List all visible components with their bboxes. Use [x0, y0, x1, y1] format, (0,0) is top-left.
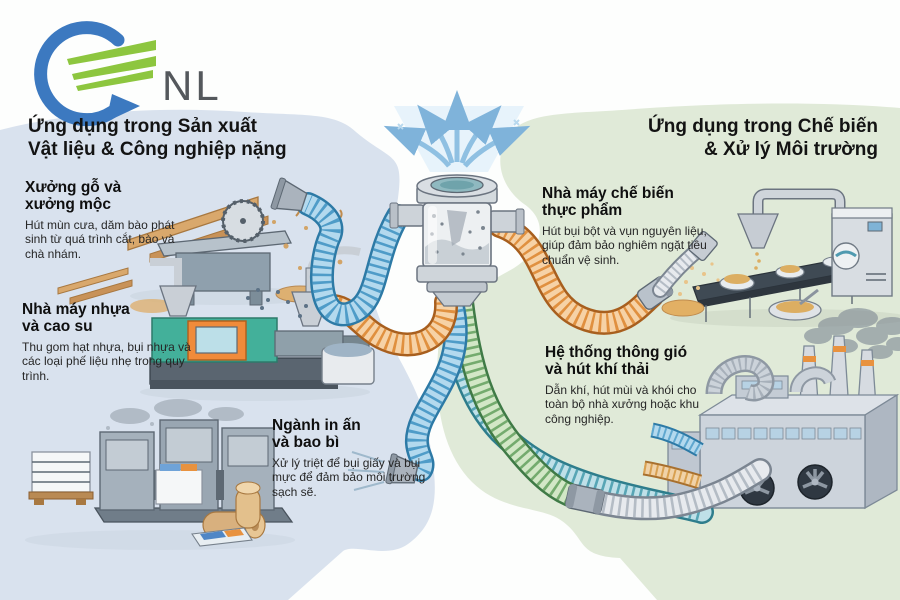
- roof-duct: [705, 355, 837, 402]
- section-ventilation-exhaust: Hệ thống thông gió và hút khí thải Dẫn k…: [545, 344, 705, 426]
- logo-arrow-icon: [34, 21, 140, 127]
- section-heading: Nhà máy chế biến thực phẩm: [542, 185, 674, 220]
- dust-vortex: [447, 210, 467, 246]
- flour-spray: [678, 256, 720, 296]
- section-wood-workshop: Xưởng gỗ và xưởng mộc Hút mùn cưa, dăm b…: [25, 179, 180, 261]
- section-body: Thu gom hạt nhựa, bụi nhựa và các loại p…: [22, 339, 191, 383]
- plastics-factory-illustration: [140, 246, 375, 401]
- printing-press-illustration: [25, 399, 295, 550]
- clean-air-arrows: [383, 90, 531, 168]
- right-panel-title: Ứng dụng trong Chế biến & Xử lý Môi trườ…: [647, 116, 878, 160]
- logo-text: NL: [162, 62, 222, 109]
- logo: NL: [10, 10, 250, 130]
- section-heading: Xưởng gỗ và xưởng mộc: [25, 179, 122, 214]
- section-body: Xử lý triệt để bụi giấy và bụi mực để đả…: [272, 455, 426, 499]
- section-body: Dẫn khí, hút mùi và khói cho toàn bộ nhà…: [545, 382, 700, 426]
- ink-dust-cloud: [106, 399, 244, 440]
- section-body: Hút bụi bột và vụn nguyên liệu, giúp đảm…: [542, 223, 707, 267]
- woodshop-suction-nozzle: [270, 177, 308, 212]
- factory-intake-hoses: [642, 422, 704, 490]
- sparkle: [397, 123, 404, 130]
- wood-workshop-illustration: [57, 196, 343, 313]
- section-food-processing: Nhà máy chế biến thực phẩm Hút bụi bột v…: [542, 185, 707, 267]
- sparkle: [513, 119, 520, 126]
- section-heading: Ngành in ấn và bao bì: [272, 417, 361, 452]
- ventilation-fan: [797, 464, 833, 500]
- section-body: Hút mùn cưa, dăm bào phát sinh từ quá tr…: [25, 217, 175, 261]
- food-processing-illustration: [661, 188, 900, 327]
- left-panel-title: Ứng dụng trong Sản xuất Vật liệu & Công …: [28, 116, 287, 160]
- section-plastics-rubber: Nhà máy nhựa và cao su Thu gom hạt nhựa,…: [22, 301, 192, 383]
- bowls-on-belt: [719, 256, 848, 291]
- dust-collector-device: [383, 90, 531, 307]
- hose-blue-to-woodshop: [308, 204, 398, 314]
- smoke-plumes: [804, 308, 900, 359]
- pouring-cup: [688, 230, 718, 262]
- logo-stripes-icon: [67, 40, 156, 91]
- section-heading: Hệ thống thông gió và hút khí thải: [545, 344, 688, 379]
- section-heading: Nhà máy nhựa và cao su: [22, 301, 130, 336]
- hose-coupling: [565, 483, 605, 515]
- printing-suction-lines: [347, 451, 385, 491]
- printing-suction-nozzle: [385, 453, 419, 485]
- section-printing-packaging: Ngành in ấn và bao bì Xử lý triệt để bụi…: [272, 417, 427, 499]
- factory-ventilation-illustration: [642, 308, 900, 510]
